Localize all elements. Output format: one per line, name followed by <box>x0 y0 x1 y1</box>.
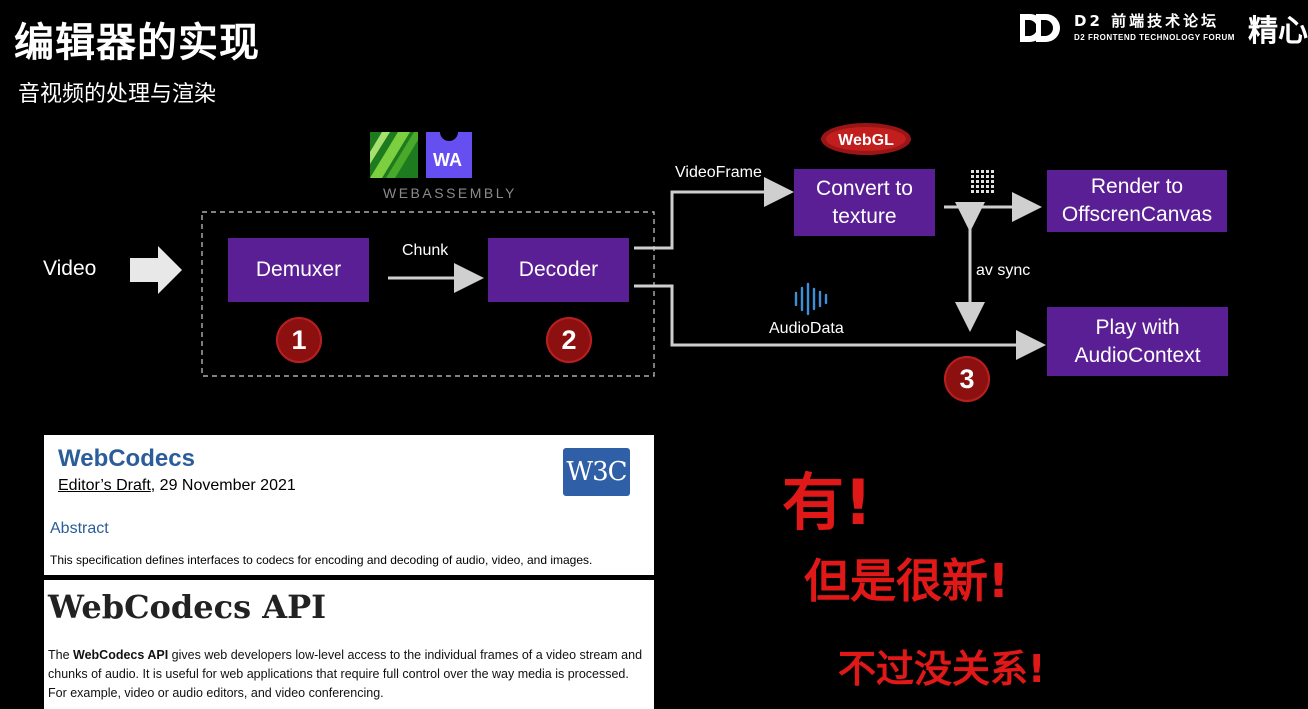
video-label: Video <box>43 257 97 280</box>
api-description: The WebCodecs API gives web developers l… <box>48 646 650 703</box>
api-desc-bold: WebCodecs API <box>73 648 169 662</box>
step-badge-1: 1 <box>276 317 322 363</box>
api-desc-prefix: The <box>48 648 74 662</box>
api-title: WebCodecs API <box>48 588 327 626</box>
play-audiocontext-label: Play with AudioContext <box>1074 315 1201 367</box>
pixel-grid-icon <box>971 170 994 193</box>
webgl-logo-icon: WebGL <box>821 123 911 155</box>
spec-draft-link[interactable]: Editor’s Draft <box>58 477 151 494</box>
spec-draft-line: Editor’s Draft, 29 November 2021 <box>58 477 296 495</box>
decoder-box: Decoder <box>488 238 629 302</box>
annotation-but-new: 但是很新! <box>804 554 1009 608</box>
annotation-have: 有! <box>782 466 873 539</box>
spec-abstract-text: This specification defines interfaces to… <box>50 553 593 567</box>
video-input-arrow <box>130 246 182 294</box>
render-offscreen-box: Render to OffscrenCanvas <box>1047 170 1227 232</box>
convert-to-texture-label: Convert to texture <box>816 176 913 228</box>
slide-subtitle: 音视频的处理与渲染 <box>18 82 217 107</box>
brand-name-en: D2 FRONTEND TECHNOLOGY FORUM <box>1074 33 1235 42</box>
ffmpeg-logo-icon <box>370 132 418 178</box>
webcodecs-api-panel: WebCodecs API The WebCodecs API gives we… <box>44 580 654 709</box>
audiodata-arrow <box>634 284 1046 360</box>
webassembly-logo-text: WA <box>433 150 462 170</box>
spec-abstract-heading: Abstract <box>50 520 109 537</box>
audiodata-label: AudioData <box>769 320 844 337</box>
videoframe-arrow <box>634 177 794 250</box>
webassembly-wordmark: WEBASSEMBLY <box>383 185 517 201</box>
webassembly-logo-icon <box>426 132 472 178</box>
d2-logo-icon <box>1020 14 1060 42</box>
brand-name-cn: D2 前端技术论坛 <box>1074 12 1220 30</box>
demuxer-box: Demuxer <box>228 238 369 302</box>
webcodecs-spec-panel: WebCodecs Editor’s Draft, 29 November 20… <box>44 435 654 575</box>
audio-wave-icon <box>794 282 828 316</box>
step-badge-2: 2 <box>546 317 592 363</box>
spec-title: WebCodecs <box>58 445 195 472</box>
wasm-boundary <box>201 211 655 377</box>
w3c-logo-text: W3C <box>566 457 627 487</box>
decoder-label: Decoder <box>518 258 599 281</box>
annotation-no-problem: 不过没关系! <box>838 647 1046 691</box>
chunk-label: Chunk <box>402 242 449 259</box>
brand-extra-text: 精心 <box>1248 14 1308 49</box>
webgl-logo-text: WebGL <box>838 132 894 149</box>
api-desc-rest: gives web developers low-level access to… <box>48 648 643 700</box>
demuxer-label: Demuxer <box>255 258 342 281</box>
step-badge-3: 3 <box>944 356 990 402</box>
play-audiocontext-box: Play with AudioContext <box>1047 307 1228 376</box>
render-offscreen-label: Render to OffscrenCanvas <box>1061 175 1213 226</box>
videoframe-label: VideoFrame <box>675 164 762 181</box>
slide-title: 编辑器的实现 <box>14 20 260 66</box>
spec-draft-date: , 29 November 2021 <box>150 477 296 494</box>
av-sync-label: av sync <box>976 262 1031 279</box>
convert-to-texture-box: Convert to texture <box>794 169 935 236</box>
w3c-logo-icon: W3C <box>563 448 630 496</box>
